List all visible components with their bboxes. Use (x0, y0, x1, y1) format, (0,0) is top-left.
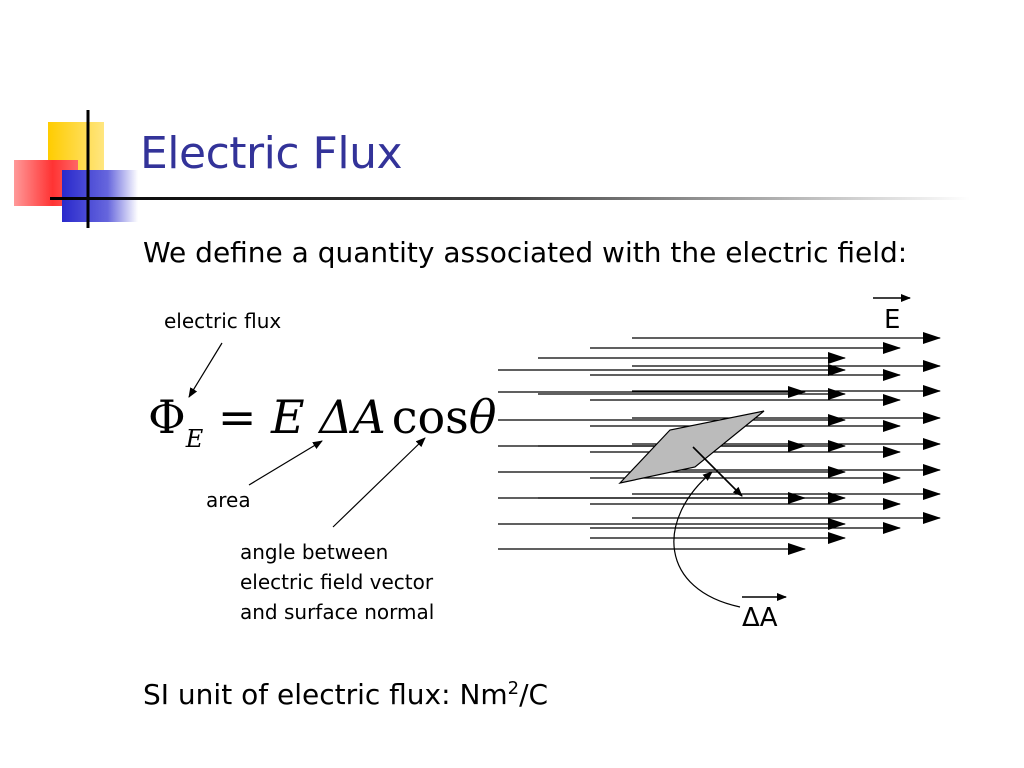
area-curve-arrow (673, 471, 741, 608)
cos-function: cos (391, 390, 469, 444)
angle-label-line3: and surface normal (240, 600, 435, 624)
area-vector-label: ΔA (742, 603, 778, 633)
si-unit-exponent: 2 (507, 678, 520, 699)
phi-subscript: E (185, 425, 204, 453)
slide-title: Electric Flux (140, 128, 403, 179)
angle-pointer-arrow (332, 437, 426, 528)
flux-label: electric flux (164, 309, 282, 333)
angle-label-line1: angle between (240, 540, 389, 564)
theta-symbol: θ (468, 390, 497, 444)
si-unit-text: SI unit of electric flux: Nm2/C (143, 678, 548, 711)
flux-pointer-arrow (188, 342, 223, 398)
si-unit-prefix: SI unit of electric flux: Nm (143, 678, 508, 711)
area-symbol: ΔA (319, 390, 386, 444)
horizontal-divider (50, 197, 970, 200)
blue-square (62, 170, 138, 222)
angle-label-line2: electric field vector (240, 570, 434, 594)
field-vector-label: E (884, 305, 901, 335)
equals-sign: = (217, 390, 257, 444)
field-symbol: E (271, 390, 305, 444)
si-unit-suffix: /C (519, 678, 549, 711)
field-lines (498, 332, 941, 555)
surface-patch (618, 410, 765, 484)
area-label: area (206, 488, 251, 512)
phi-symbol: Φ (148, 390, 186, 444)
area-pointer-arrow (248, 440, 323, 486)
surface-normal-arrow (692, 446, 743, 497)
intro-text: We define a quantity associated with the… (143, 236, 908, 269)
